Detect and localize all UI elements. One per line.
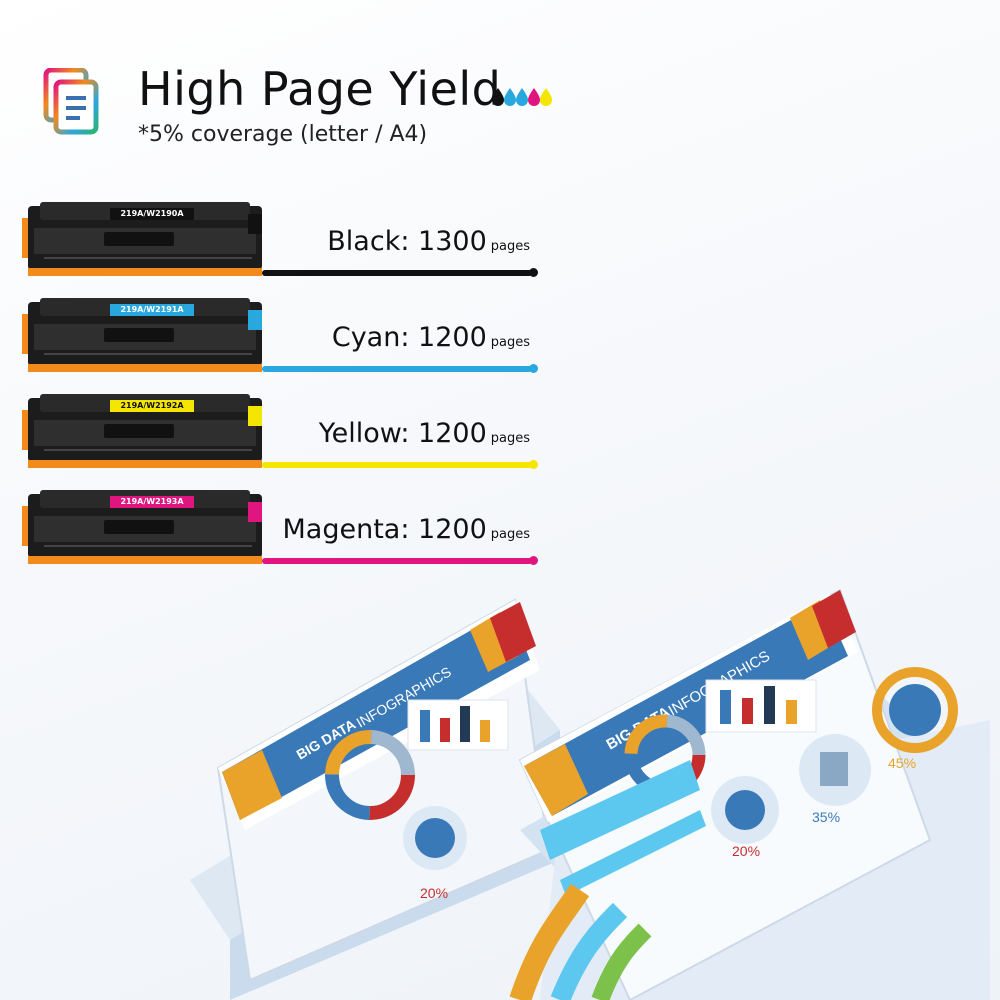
page-count: 1300 [418, 226, 487, 257]
pages-unit: pages [490, 335, 530, 350]
yield-bar [262, 366, 532, 372]
color-name: Cyan: [331, 322, 410, 353]
ink-drop-icon [540, 88, 552, 106]
pct-label-right-a: 20% [732, 843, 760, 859]
ink-drop-icon [528, 88, 540, 106]
yield-bar [262, 462, 532, 468]
yield-bar [262, 270, 532, 276]
yield-bar-end-dot [529, 364, 538, 373]
color-name: Magenta: [282, 514, 410, 545]
ink-drop-icon [516, 88, 528, 106]
toner-cartridge-icon [22, 202, 262, 276]
toner-cartridge-icon [22, 394, 262, 468]
page-count: 1200 [418, 322, 487, 353]
color-name: Black: [327, 226, 410, 257]
pages-unit: pages [490, 239, 530, 254]
cartridge-model-label: 219A/W2192A [110, 400, 194, 412]
ink-drops-icon [492, 88, 552, 106]
yield-bar-end-dot [529, 556, 538, 565]
page-count: 1200 [418, 514, 487, 545]
yield-bar-end-dot [529, 460, 538, 469]
ink-drop-icon [492, 88, 504, 106]
yield-bar-end-dot [529, 268, 538, 277]
toner-cartridge-icon [22, 298, 262, 372]
pages-unit: pages [490, 527, 530, 542]
cartridge-model-label: 219A/W2191A [110, 304, 194, 316]
pct-label-right-c: 45% [888, 755, 916, 771]
page-count: 1200 [418, 418, 487, 449]
page-title: High Page Yield [138, 62, 502, 116]
document-stack-icon [43, 68, 99, 135]
yield-bar [262, 558, 532, 564]
pct-label-left: 20% [420, 885, 448, 901]
cartridge-model-label: 219A/W2193A [110, 496, 194, 508]
printed-pages-illustration: BIG DATA INFOGRAPHICS 20% BIG DATA INFOG… [190, 588, 990, 1000]
ink-drop-icon [504, 88, 516, 106]
cartridge-model-label: 219A/W2190A [110, 208, 194, 220]
pct-label-right-b: 35% [812, 809, 840, 825]
color-name: Yellow: [318, 418, 410, 449]
paper-stack-right: BIG DATA INFOGRAPHICS 20% 35% 45% [518, 588, 990, 1000]
coverage-note: *5% coverage (letter / A4) [138, 122, 428, 147]
pages-unit: pages [490, 431, 530, 446]
paper-stack-left: BIG DATA INFOGRAPHICS 20% [190, 598, 560, 1000]
